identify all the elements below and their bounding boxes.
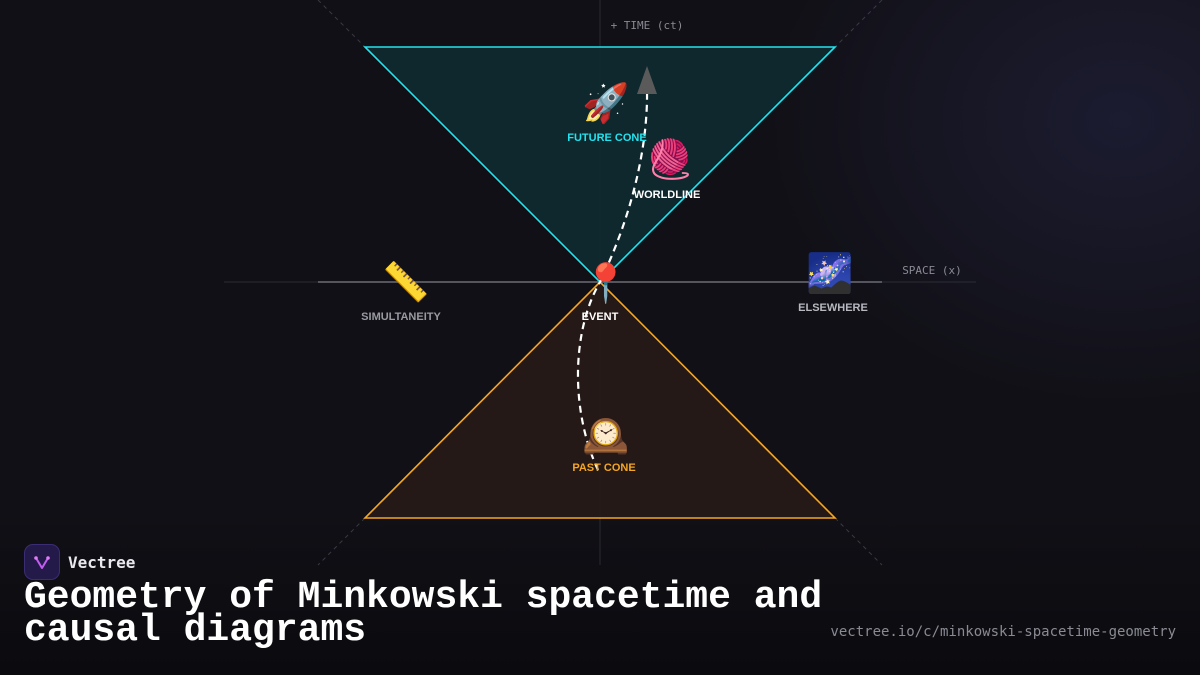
future-cone: [363, 46, 837, 284]
future-cone-label: FUTURE CONE: [567, 132, 646, 144]
brand: Vectree: [24, 544, 135, 580]
past-cone: [363, 280, 837, 519]
cone-extension-line: [834, 517, 883, 566]
ruler-icon: 📏: [382, 260, 429, 304]
worldline-arrowhead: [637, 66, 657, 94]
space-axis-label: SPACE (x): [902, 264, 962, 277]
yarn-icon: 🧶: [646, 137, 693, 181]
rocket-icon: 🚀: [582, 81, 629, 125]
past-cone-label: PAST CONE: [572, 462, 635, 474]
worldline-label: WORLDLINE: [634, 189, 701, 201]
galaxy-icon: 🌌: [806, 251, 853, 295]
source-url[interactable]: vectree.io/c/minkowski-spacetime-geometr…: [830, 624, 1176, 640]
cone-extension-line: [317, 517, 366, 566]
cone-extension-line: [317, 0, 366, 48]
cone-extension-line: [834, 0, 883, 48]
simultaneity-label: SIMULTANEITY: [361, 311, 441, 323]
page-title: Geometry of Minkowski spacetime and caus…: [24, 576, 823, 652]
vectree-logo-icon: [24, 544, 60, 580]
pin-icon: 📍: [582, 261, 629, 305]
elsewhere-label: ELSEWHERE: [798, 302, 868, 314]
worldline-path: [576, 89, 649, 471]
clock-icon: 🕰️: [582, 413, 629, 457]
event-label: EVENT: [582, 311, 619, 323]
time-axis-label: + TIME (ct): [611, 19, 684, 32]
brand-name: Vectree: [68, 552, 136, 572]
